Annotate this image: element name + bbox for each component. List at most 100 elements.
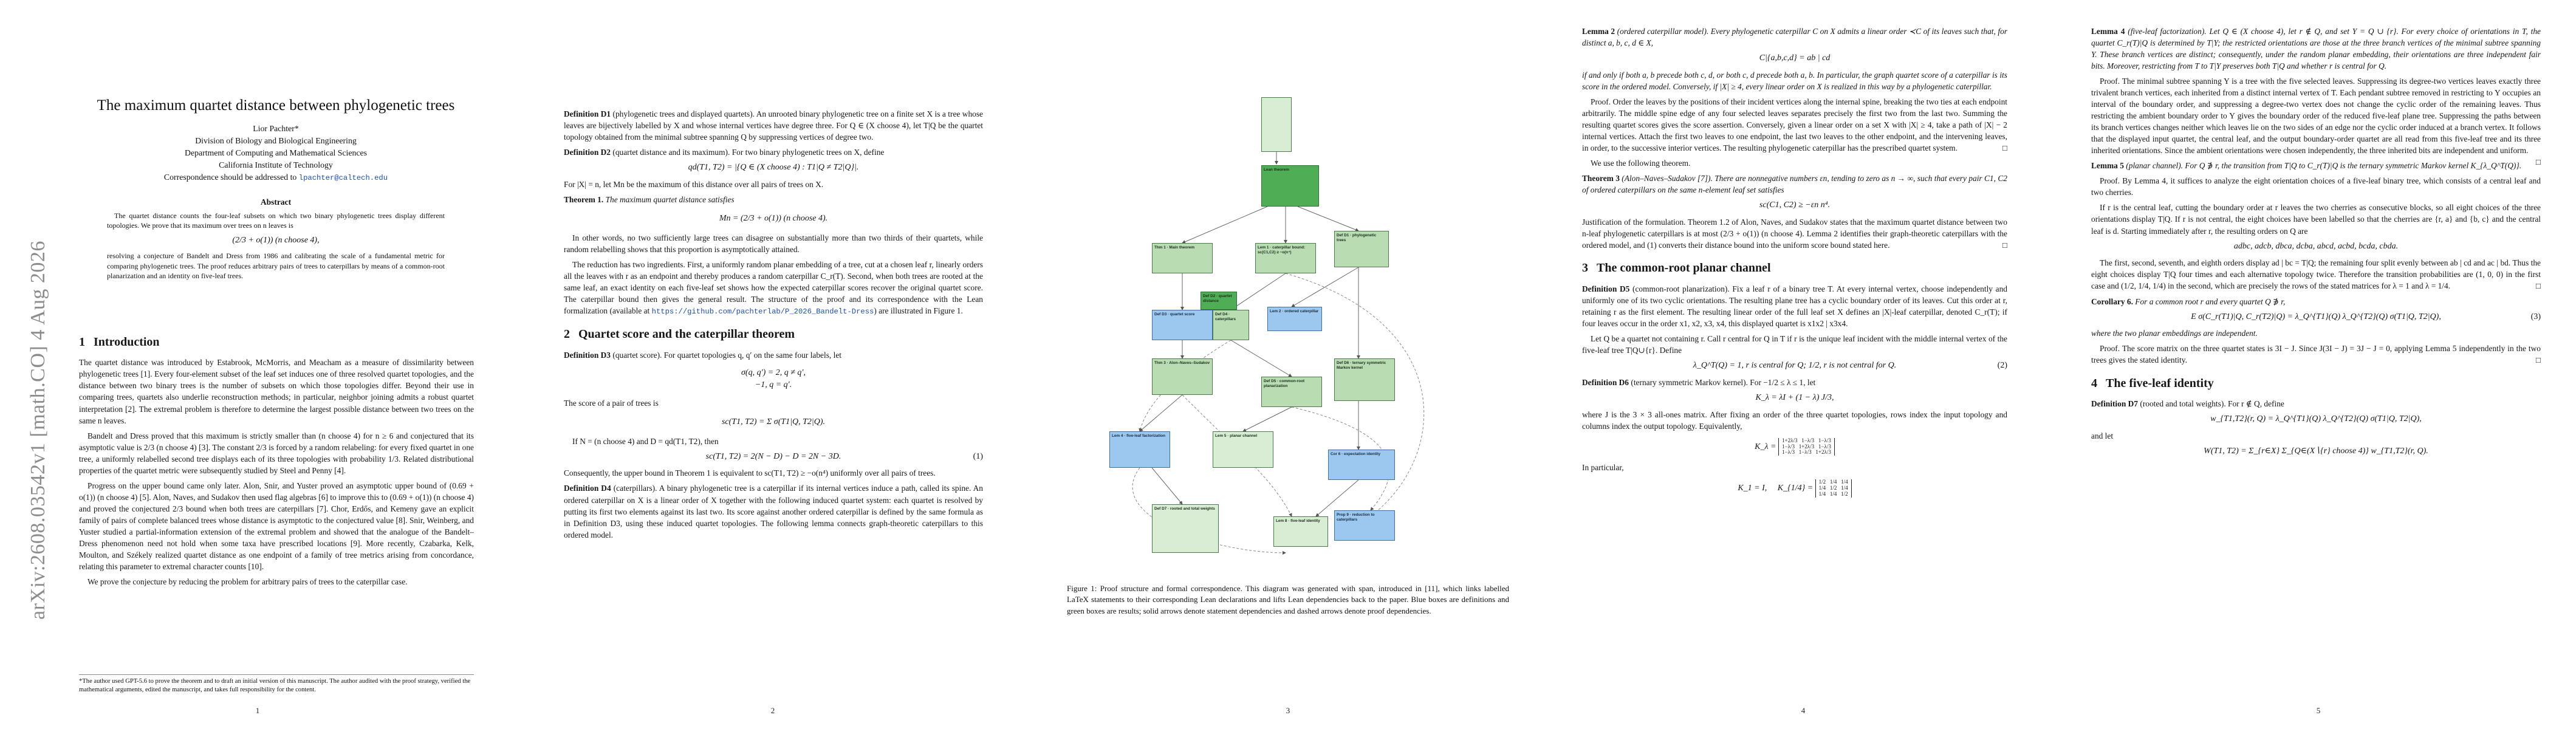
page-number: 2 — [770, 706, 775, 715]
paragraph: if and only if both a, b precede both c,… — [1582, 70, 2007, 91]
equation: sc(T1, T2) = Σ σ(T1|Q, T2|Q). — [721, 417, 826, 426]
abstract-p1: The quartet distance counts the four-lea… — [107, 211, 445, 230]
definition-d4: Definition D4 (caterpillars). A binary p… — [564, 484, 983, 539]
equation-tag: (2) — [1997, 360, 2007, 370]
fig-node-lem4: Lem 4 · five-leaf factorization — [1109, 431, 1170, 468]
paragraph: where the two planar embeddings are inde… — [2091, 329, 2258, 338]
definition-d3: Definition D3 (quartet score). For quart… — [564, 350, 842, 360]
paragraph: where J is the 3 × 3 all-ones matrix. Af… — [1582, 409, 2007, 431]
page-number: 1 — [255, 706, 260, 715]
definition-d7: Definition D7 (rooted and total weights)… — [2091, 399, 2284, 408]
equation: qd(T1, T2) = |{Q ∈ (X choose 4) : T1|Q ≠… — [688, 163, 859, 173]
lemma-5: Lemma 5 (planar channel). For Q ∌ r, the… — [2091, 161, 2522, 171]
fig-node-d5: Def D5 · common-root planarization — [1261, 377, 1322, 407]
fig-node-thm1: Thm 1 · Main theorem — [1152, 243, 1213, 273]
abstract-formula: (2/3 + o(1)) (n choose 4), — [232, 235, 320, 245]
fig-node-thm3: Thm 3 · Alon–Naves–Sudakov — [1152, 358, 1213, 395]
equation: λ_Q^T(Q) = 1, r is central for Q; 1/2, r… — [1582, 360, 2007, 372]
figure-caption: Figure 1: Proof structure and formal cor… — [1067, 584, 1509, 615]
affiliation-3: California Institute of Technology — [219, 160, 333, 169]
email-link[interactable]: lpachter@caltech.edu — [298, 174, 388, 182]
paragraph: Progress on the upper bound came only la… — [79, 481, 474, 571]
paragraph: The score of a pair of trees is — [564, 398, 659, 408]
paragraph: We prove the conjecture by reducing the … — [87, 577, 408, 586]
fig-node-d3: Def D3 · quartet score — [1152, 310, 1213, 340]
proof: Proof. The score matrix on the three qua… — [2091, 344, 2541, 365]
fig-node-d1: Def D1 · phylogenetic trees — [1334, 231, 1389, 267]
fig-node-d7: Def D7 · rooted and total weights — [1152, 504, 1219, 553]
page-2: Definition D1 (phylogenetic trees and di… — [515, 0, 1030, 729]
justification: Justification of the formulation. Theore… — [1582, 217, 2007, 250]
equation: sc(C1, C2) ≥ −εn n⁴. — [1759, 200, 1831, 210]
fig-node-cor6: Cor 6 · expectation identity — [1328, 450, 1395, 480]
equation: adbc, adcb, dbca, dcba, abcd, acbd, bcda… — [2233, 241, 2399, 251]
correspondence: Correspondence should be addressed to lp… — [163, 173, 388, 182]
paragraph: Consequently, the upper bound in Theorem… — [564, 468, 936, 478]
affiliation-1: Division of Biology and Biological Engin… — [195, 136, 357, 145]
definition-d6: Definition D6 (ternary symmetric Markov … — [1582, 377, 1816, 387]
proof: Proof. The minimal subtree spanning Y is… — [2091, 77, 2541, 167]
fig-node-d6: Def D6 · ternary symmetric Markov kernel — [1334, 358, 1395, 401]
fig-node-prop9: Prop 9 · reduction to caterpillars — [1334, 510, 1395, 541]
equation: E σ(C_r(T1)|Q, C_r(T2)|Q) = λ_Q^{T1}(Q) … — [2091, 311, 2541, 323]
corollary-6: Corollary 6. For a common root r and eve… — [2091, 296, 2286, 306]
page-3: Lean theorem Thm 1 · Main theorem Lem 1 … — [1030, 0, 1546, 729]
page-number: 4 — [1801, 706, 1806, 715]
page-number: 3 — [1286, 706, 1290, 715]
paragraph: If N = (n choose 4) and D = qd(T1, T2), … — [572, 436, 719, 446]
paragraph: The first, second, seventh, and eighth o… — [2091, 258, 2541, 291]
abstract-heading: Abstract — [260, 197, 292, 207]
affiliation-2: Department of Computing and Mathematical… — [185, 148, 367, 157]
equation: C|{a,b,c,d} = ab | cd — [1759, 53, 1831, 63]
proof: Proof. Order the leaves by the positions… — [1582, 97, 2007, 153]
equation: Mn = (2/3 + o(1)) (n choose 4). — [719, 214, 828, 224]
equation: K_λ = λI + (1 − λ) J/3, — [1755, 392, 1834, 402]
paper-title: The maximum quartet distance between phy… — [97, 97, 455, 114]
theorem-3: Theorem 3 (Alon–Naves–Sudakov [7]). Ther… — [1582, 174, 2007, 195]
repo-link[interactable]: https://github.com/pachterlab/P_2026_Ban… — [651, 307, 874, 317]
equation-tag: (1) — [973, 451, 983, 461]
abstract: The quartet distance counts the four-lea… — [107, 211, 445, 281]
fig-node-lem2: Lem 2 · ordered caterpillar — [1267, 307, 1322, 331]
paragraph: For |X| = n, let Mn be the maximum of th… — [564, 180, 824, 189]
fig-node-d2: Def D2 · quartet distance — [1201, 292, 1237, 310]
abstract-p2: resolving a conjecture of Bandelt and Dr… — [107, 252, 445, 281]
paragraph: Bandelt and Dress proved that this maxim… — [79, 431, 474, 475]
definition-d1: Definition D1 (phylogenetic trees and di… — [564, 109, 984, 142]
dependency-figure: Lean theorem Thm 1 · Main theorem Lem 1 … — [1030, 91, 1546, 583]
fig-node-nav — [1261, 97, 1292, 152]
theorem-1: Theorem 1. The maximum quartet distance … — [564, 195, 735, 205]
fig-node-lem5: Lem 5 · planar channel — [1213, 431, 1273, 468]
fig-node-lean: Lean theorem — [1261, 165, 1319, 207]
footnote: *The author used GPT-5.6 to prove the th… — [79, 674, 474, 695]
paragraph: and let — [2091, 431, 2114, 440]
paragraph: We use the following theorem. — [1591, 159, 1691, 168]
equation: σ(q, q′) = 2, q ≠ q′, −1, q = q′. — [741, 368, 806, 389]
definition-d5: Definition D5 (common-root planarization… — [1582, 284, 2007, 328]
page-1: arXiv:2608.03542v1 [math.CO] 4 Aug 2026 … — [0, 0, 515, 729]
definition-d2: Definition D2 (quartet distance and its … — [564, 148, 885, 157]
fig-node-lem8: Lem 8 · five-leaf identity — [1273, 516, 1328, 547]
paragraph: If r is the central leaf, cutting the bo… — [2091, 203, 2541, 236]
proof: Proof. By Lemma 4, it suffices to analyz… — [2091, 176, 2541, 197]
author-block: Lior Pachter* Division of Biology and Bi… — [79, 123, 473, 184]
paragraph: The quartet distance was introduced by E… — [79, 358, 474, 425]
lemma-4: Lemma 4 (five-leaf factorization). Let Q… — [2091, 27, 2541, 71]
equation: sc(T1, T2) = 2(N − D) − D = 2N − 3D. (1) — [564, 451, 983, 463]
fig-node-d4: Def D4 · caterpillars — [1213, 310, 1249, 340]
author-name: Lior Pachter* — [253, 124, 299, 133]
lemma-2: Lemma 2 (ordered caterpillar model). Eve… — [1582, 27, 2007, 48]
arxiv-stamp: arXiv:2608.03542v1 [math.CO] 4 Aug 2026 — [27, 241, 49, 620]
page-number: 5 — [2316, 706, 2321, 715]
paragraph: The reduction has two ingredients. First… — [564, 260, 983, 317]
equation: W(T1, T2) = Σ_{r∈X} Σ_{Q∈(X∖{r} choose 4… — [2204, 446, 2428, 456]
page-4: Lemma 2 (ordered caterpillar model). Eve… — [1546, 0, 2061, 729]
